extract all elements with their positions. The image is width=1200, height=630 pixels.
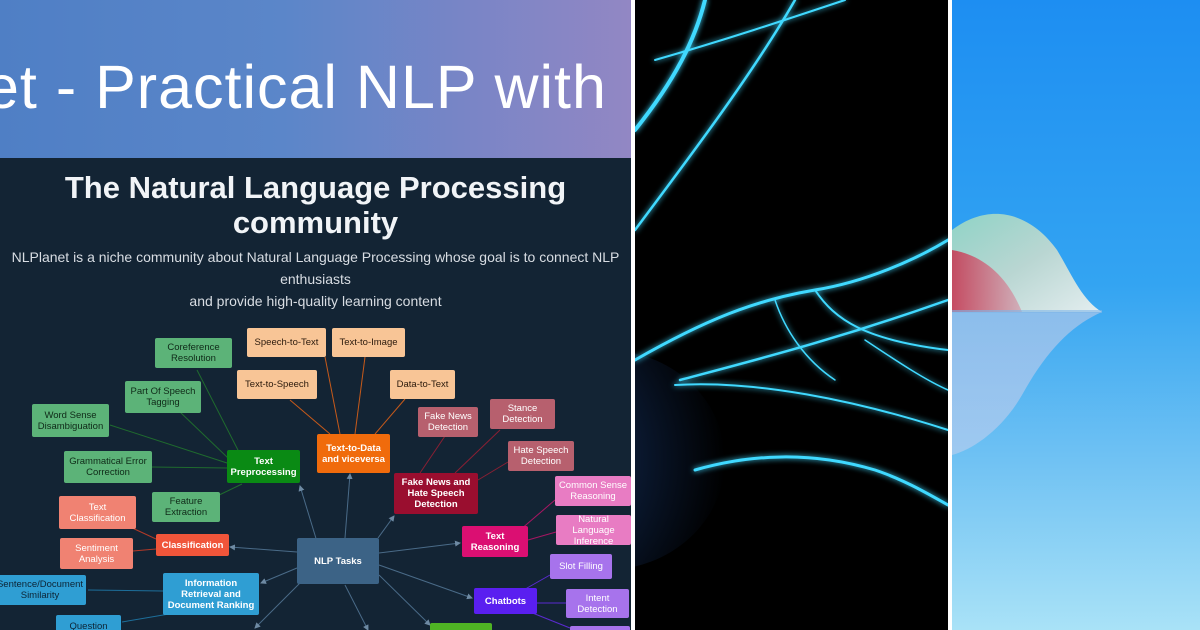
hero-title-line2: community <box>232 205 399 240</box>
nlp-tasks-mindmap: Coreference Resolution Part Of Speech Ta… <box>0 328 631 630</box>
nlplanet-panel: et - Practical NLP with The Natural Lang… <box>0 0 631 630</box>
node-coreference-resolution: Coreference Resolution <box>155 338 232 368</box>
node-classification: Classification <box>156 534 229 556</box>
hero-desc-line1: NLPlanet is a niche community about Natu… <box>11 249 620 287</box>
banner-title: et - Practical NLP with <box>0 53 607 121</box>
node-sentiment-analysis: Sentiment Analysis <box>60 538 133 569</box>
node-fake-news-detection: Fake News Detection <box>418 407 478 437</box>
hero-title-line1: The Natural Language Processing <box>64 170 567 205</box>
node-text-reasoning: Text Reasoning <box>462 526 528 557</box>
node-partial-green <box>430 623 492 630</box>
node-hate-speech-detection: Hate Speech Detection <box>508 441 574 471</box>
node-feature-extraction: Feature Extraction <box>152 492 220 522</box>
node-speech-to-text: Speech-to-Text <box>247 328 326 357</box>
plasma-filaments-image <box>635 0 948 630</box>
node-partial-violet <box>570 626 630 630</box>
node-text-to-speech: Text-to-Speech <box>237 370 317 399</box>
node-stance-detection: Stance Detection <box>490 399 555 429</box>
node-sentence-document-similarity: Sentence/Document Similarity <box>0 575 86 605</box>
node-intent-detection: Intent Detection <box>566 589 629 618</box>
node-text-classification: Text Classification <box>59 496 136 529</box>
node-chatbots: Chatbots <box>474 588 537 614</box>
hero-description: NLPlanet is a niche community about Natu… <box>0 246 631 312</box>
abstract-wave-image <box>952 213 1102 455</box>
node-text-to-image: Text-to-Image <box>332 328 405 357</box>
node-information-retrieval: Information Retrieval and Document Ranki… <box>163 573 259 615</box>
node-natural-language-inference: Natural Language Inference <box>556 514 631 547</box>
hero-desc-line2: and provide high-quality learning conten… <box>189 293 442 309</box>
node-question: Question <box>56 615 121 630</box>
node-data-to-text: Data-to-Text <box>390 370 455 399</box>
node-fake-news-hate-speech: Fake News and Hate Speech Detection <box>394 473 478 514</box>
node-text-to-data: Text-to-Data and viceversa <box>317 434 390 473</box>
plasma-image-panel <box>635 0 948 630</box>
mindmap-connectors <box>87 356 571 630</box>
node-word-sense-disambiguation: Word Sense Disambiguation <box>32 404 109 437</box>
node-common-sense-reasoning: Common Sense Reasoning <box>555 476 631 506</box>
banner: et - Practical NLP with <box>0 0 631 158</box>
node-slot-filling: Slot Filling <box>550 554 612 579</box>
node-grammatical-error-correction: Grammatical Error Correction <box>64 451 152 483</box>
hero-title: The Natural Language Processing communit… <box>0 170 631 240</box>
wave-image-panel <box>952 0 1200 630</box>
node-nlp-tasks-center: NLP Tasks <box>297 538 379 584</box>
node-text-preprocessing: Text Preprocessing <box>227 450 300 483</box>
node-part-of-speech-tagging: Part Of Speech Tagging <box>125 381 201 413</box>
